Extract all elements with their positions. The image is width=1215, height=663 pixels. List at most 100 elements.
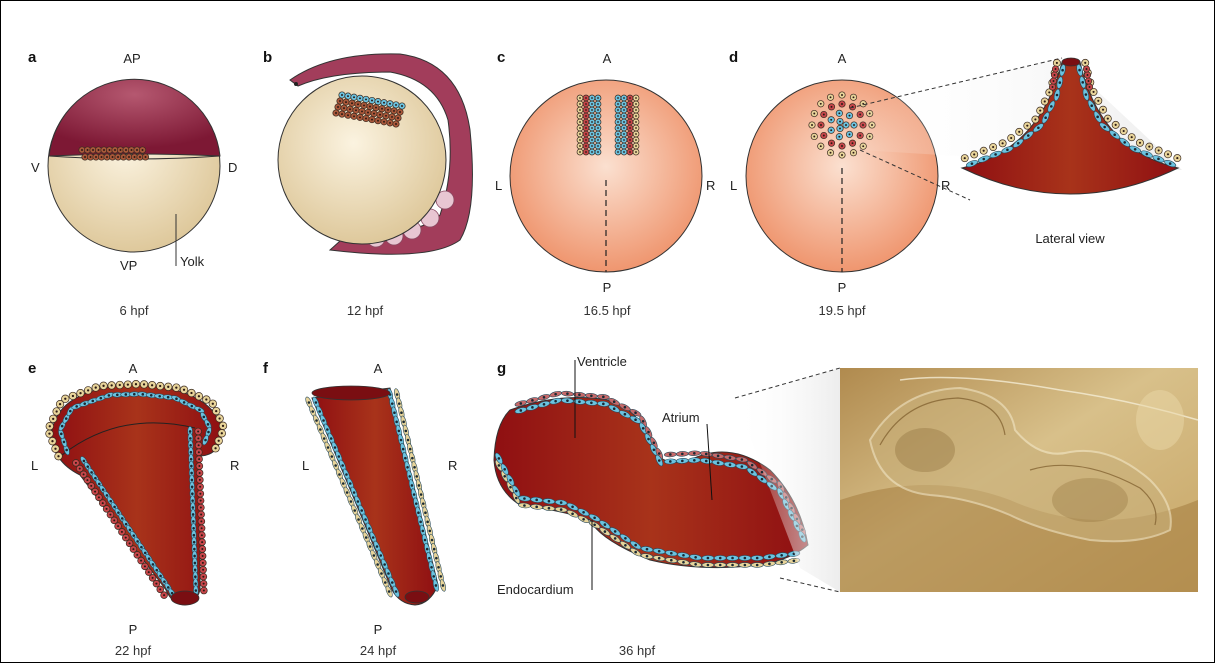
cell-nucleus <box>1027 134 1030 137</box>
cell-nucleus <box>368 527 371 530</box>
cell-nucleus <box>190 458 193 461</box>
cell-nucleus <box>982 158 985 161</box>
cell-nucleus <box>707 557 710 560</box>
cell-nucleus <box>360 509 363 512</box>
cell-nucleus <box>597 115 599 117</box>
cell-nucleus <box>393 110 395 112</box>
cell-nucleus <box>682 561 685 564</box>
label-right-d: R <box>941 178 950 193</box>
cell-nucleus <box>365 118 367 120</box>
cell-nucleus <box>435 584 438 587</box>
cell-nucleus <box>591 133 593 135</box>
cell-nucleus <box>629 115 631 117</box>
cell-nucleus <box>634 411 637 414</box>
cell-nucleus <box>112 156 114 158</box>
cell-nucleus <box>1146 153 1149 156</box>
cell-nucleus <box>597 121 599 123</box>
cell-nucleus <box>361 110 363 112</box>
cell-nucleus <box>197 437 199 439</box>
cell-nucleus <box>345 473 348 476</box>
cell-nucleus <box>642 427 645 430</box>
cell-nucleus <box>670 559 673 562</box>
cell-nucleus <box>327 446 330 449</box>
cell-nucleus <box>431 539 434 542</box>
cell-nucleus <box>198 451 200 453</box>
cell-nucleus <box>1139 142 1141 144</box>
cell-nucleus <box>198 458 200 460</box>
cell-nucleus <box>629 133 631 135</box>
cell-nucleus <box>353 96 355 98</box>
cell-nucleus <box>377 101 379 103</box>
cell-nucleus <box>1048 91 1050 93</box>
cell-nucleus <box>582 518 585 521</box>
cell-nucleus <box>617 103 619 105</box>
cell-nucleus <box>629 139 631 141</box>
cell-nucleus <box>308 401 311 404</box>
cell-nucleus <box>853 152 855 154</box>
cell-nucleus <box>971 162 974 165</box>
cell-nucleus <box>136 149 138 151</box>
cell-nucleus <box>503 468 506 471</box>
cell-nucleus <box>117 156 119 158</box>
cell-nucleus <box>201 534 203 536</box>
cell-nucleus <box>1018 131 1020 133</box>
cell-nucleus <box>355 109 357 111</box>
cell-nucleus <box>424 539 427 542</box>
cell-nucleus <box>669 453 672 456</box>
cell-nucleus <box>841 145 843 147</box>
cell-nucleus <box>113 519 115 521</box>
cell-nucleus <box>705 453 708 456</box>
cell-nucleus <box>1055 68 1057 70</box>
cell-nucleus <box>653 448 656 451</box>
panel-letter-d: d <box>729 49 738 66</box>
cell-nucleus <box>623 133 625 135</box>
cell-nucleus <box>1052 86 1054 88</box>
cell-nucleus <box>198 408 201 411</box>
cell-nucleus <box>380 554 383 557</box>
cell-nucleus <box>372 536 375 539</box>
cell-nucleus <box>201 527 203 529</box>
cell-nucleus <box>1026 125 1028 127</box>
cell-nucleus <box>393 411 396 414</box>
cell-nucleus <box>1158 149 1160 151</box>
cell-nucleus <box>838 112 840 114</box>
panel-b: b 12 hpf <box>263 49 472 318</box>
cell-nucleus <box>54 448 56 450</box>
label-posterior-e: P <box>129 622 138 637</box>
cell-nucleus <box>391 116 393 118</box>
cell-nucleus <box>1044 116 1047 119</box>
cell-nucleus <box>199 472 201 474</box>
cell-nucleus <box>693 459 696 462</box>
cell-nucleus <box>400 411 403 414</box>
label-right-f: R <box>448 458 457 473</box>
cell-nucleus <box>376 563 379 566</box>
cell-nucleus <box>543 396 546 399</box>
cell-nucleus <box>194 562 197 565</box>
cell-nucleus <box>205 398 207 400</box>
cell-nucleus <box>150 394 153 397</box>
cell-nucleus <box>94 491 96 493</box>
cell-nucleus <box>498 464 501 467</box>
cell-nucleus <box>341 113 343 115</box>
cell-nucleus <box>579 121 581 123</box>
cell-nucleus <box>198 465 200 467</box>
cell-nucleus <box>591 109 593 111</box>
cell-nucleus <box>199 493 201 495</box>
cell-nucleus <box>761 478 764 481</box>
cell-nucleus <box>579 109 581 111</box>
cell-nucleus <box>1107 118 1109 120</box>
cell-nucleus <box>148 571 150 573</box>
cell-nucleus <box>670 552 673 555</box>
cell-nucleus <box>813 136 815 138</box>
cell-nucleus <box>163 594 165 596</box>
cell-nucleus <box>204 439 207 442</box>
cell-nucleus <box>389 122 391 124</box>
cell-nucleus <box>215 410 217 412</box>
cell-nucleus <box>613 400 616 403</box>
cell-nucleus <box>81 149 83 151</box>
cell-nucleus <box>729 456 732 459</box>
cell-nucleus <box>845 124 847 126</box>
cell-nucleus <box>523 497 526 500</box>
cell-nucleus <box>353 509 356 512</box>
